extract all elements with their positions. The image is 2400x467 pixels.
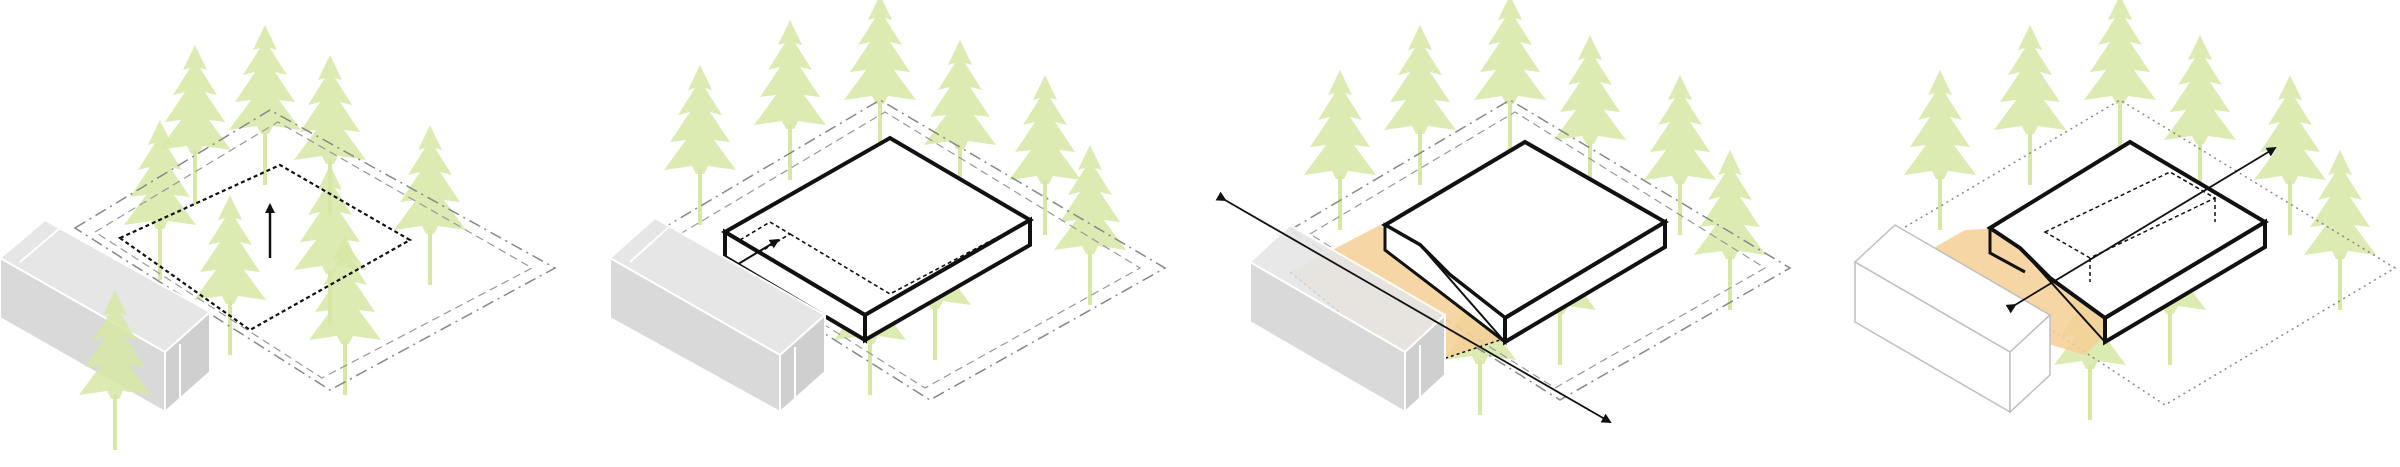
site-boundary-2 (658, 99, 1167, 401)
public-axis-arrow-3 (1215, 191, 1612, 423)
footprint-1 (117, 163, 413, 332)
site-offset-2 (678, 111, 1142, 389)
building-volume-2 (721, 135, 1034, 344)
panel-2 (608, 0, 1167, 415)
neighbor-block-4 (1853, 224, 2052, 414)
panel-4 (1853, 0, 2397, 420)
site-boundary-4 (1898, 99, 2397, 406)
panel-3 (1215, 0, 1792, 423)
site-boundary-1 (73, 109, 557, 391)
panel-1 (0, 25, 557, 450)
courtyard-axis-arrow-4 (2005, 146, 2277, 314)
site-offset-1 (93, 121, 534, 379)
neighbor-block-2 (608, 216, 827, 415)
